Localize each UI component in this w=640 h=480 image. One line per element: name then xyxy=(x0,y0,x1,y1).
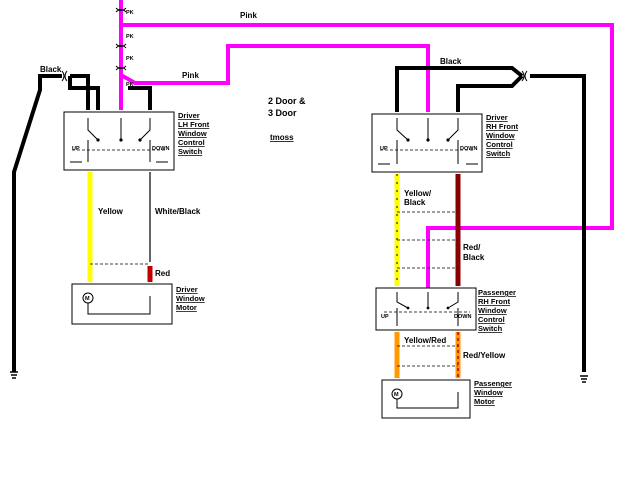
pk-label-1: PK xyxy=(126,10,134,16)
yellow-label: Yellow xyxy=(98,207,124,216)
rh-sw-line1: Driver xyxy=(486,113,508,122)
rh-sw-line3: Window xyxy=(486,131,515,140)
red-black-label-1: Red/ xyxy=(463,243,481,252)
lh-motor-symbol: M xyxy=(85,296,90,302)
rh-sw-line2: RH Front xyxy=(486,122,519,131)
passenger-switch: UP DOWN xyxy=(375,287,477,331)
pass-sw-line1: Passenger xyxy=(478,288,516,297)
black-connector-left xyxy=(61,70,68,82)
rh-switch-label: Driver RH Front Window Control Switch xyxy=(486,113,519,158)
pink-wire xyxy=(119,0,614,290)
author-label: tmoss xyxy=(270,133,294,142)
lh-sw-line3: Window xyxy=(178,129,207,138)
driver-lh-switch-label: Driver LH Front Window Control Switch xyxy=(178,111,210,156)
black-wire-right xyxy=(395,66,586,372)
pink-label-top: Pink xyxy=(240,11,257,20)
driver-motor-line1: Driver xyxy=(176,285,198,294)
rh-switch: UP DOWN xyxy=(371,113,483,173)
lh-sw-line4: Control xyxy=(178,138,205,147)
yellow-black-label-2: Black xyxy=(404,198,426,207)
black-label-right: Black xyxy=(440,57,462,66)
lh-sw-line2: LH Front xyxy=(178,120,210,129)
pass-motor-line1: Passenger xyxy=(474,379,512,388)
driver-motor: M xyxy=(71,283,173,325)
ground-right xyxy=(580,375,588,383)
pk-label-4: PK xyxy=(126,82,134,88)
pass-motor-line2: Window xyxy=(474,388,503,397)
yellow-red-label: Yellow/Red xyxy=(404,336,446,345)
red-black-label-2: Black xyxy=(463,253,485,262)
black-wire-left xyxy=(12,74,152,372)
pass-sw-line5: Switch xyxy=(478,324,503,333)
rh-up-label: UP xyxy=(380,146,388,152)
pass-down-label: DOWN xyxy=(454,314,471,320)
pass-up-label: UP xyxy=(381,314,389,320)
rh-sw-line5: Switch xyxy=(486,149,511,158)
lh-up-label: UP xyxy=(72,146,80,152)
pink-connectors xyxy=(115,7,127,71)
white-black-label: White/Black xyxy=(155,207,201,216)
pk-label-3: PK xyxy=(126,56,134,62)
pass-motor-line3: Motor xyxy=(474,397,495,406)
yellow-black-label-1: Yellow/ xyxy=(404,189,432,198)
black-connector-right xyxy=(521,70,528,82)
rh-sw-line4: Control xyxy=(486,140,513,149)
pass-sw-line3: Window xyxy=(478,306,507,315)
lh-down-label: DOWN xyxy=(152,146,169,152)
rh-down-label: DOWN xyxy=(460,146,477,152)
pink-label-mid: Pink xyxy=(182,71,199,80)
black-label-left: Black xyxy=(40,65,62,74)
driver-motor-line2: Window xyxy=(176,294,205,303)
red-yellow-label: Red/Yellow xyxy=(463,351,506,360)
title-line2: 3 Door xyxy=(268,108,297,118)
passenger-motor: M xyxy=(381,379,471,419)
pass-sw-line4: Control xyxy=(478,315,505,324)
title-line1: 2 Door & xyxy=(268,96,306,106)
passenger-switch-label: Passenger RH Front Window Control Switch xyxy=(478,288,516,333)
ground-left xyxy=(10,371,18,379)
red-label: Red xyxy=(155,269,170,278)
pass-sw-line2: RH Front xyxy=(478,297,511,306)
lh-sw-line1: Driver xyxy=(178,111,200,120)
pass-motor-symbol: M xyxy=(394,392,399,398)
driver-motor-line3: Motor xyxy=(176,303,197,312)
lh-sw-line5: Switch xyxy=(178,147,203,156)
pk-label-2: PK xyxy=(126,34,134,40)
driver-lh-switch: UP DOWN xyxy=(63,111,175,171)
